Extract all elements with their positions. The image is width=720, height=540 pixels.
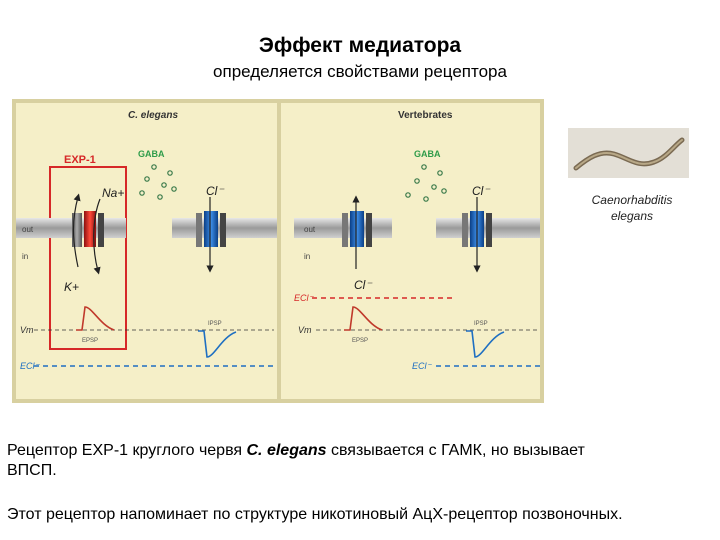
ipsp-label-left: IPSP xyxy=(208,321,222,327)
out-label-right: out xyxy=(304,225,316,234)
para1-species: C. elegans xyxy=(246,442,327,459)
gaba-channel-left xyxy=(196,211,226,247)
exp1-highlight-box xyxy=(49,166,127,350)
paragraph-2: Этот рецептор напоминает по структуре ни… xyxy=(7,506,623,523)
paragraph-1: Рецептор EXP-1 круглого червя C. elegans… xyxy=(7,441,715,481)
panel-left xyxy=(16,103,277,399)
exp1-channel xyxy=(72,211,104,247)
para1-line2: ВПСП. xyxy=(7,462,57,479)
gaba-label-right: GABA xyxy=(414,149,441,159)
caption-line1: Caenorhabditis xyxy=(591,193,673,207)
ipsp-trace-left xyxy=(198,330,237,358)
panel-left-title: C. elegans xyxy=(128,110,178,121)
k-arrow xyxy=(72,193,81,268)
para1-prefix: Рецептор EXP-1 круглого червя xyxy=(7,442,247,459)
caption-line2: elegans xyxy=(610,209,654,223)
gaba-molecules-right xyxy=(405,164,447,202)
panel-right-title: Vertebrates xyxy=(398,110,453,121)
page-title: Эффект медиатора xyxy=(258,34,462,57)
worm-caption: Caenorhabditis elegans xyxy=(570,192,694,224)
na-arrow xyxy=(93,198,101,275)
gaba-molecules-left xyxy=(139,164,177,200)
page-subtitle: определяется свойствами рецептора xyxy=(213,62,507,81)
ecl-label-blue-left: ECl⁻ xyxy=(20,361,41,371)
in-label-right: in xyxy=(304,252,310,261)
ipsp-label-right: IPSP xyxy=(474,321,488,327)
para1-suffix: связывается с ГАМК, но вызывает xyxy=(326,442,585,459)
exp1-label: EXP-1 xyxy=(64,154,96,166)
in-label-left: in xyxy=(22,252,28,261)
cl-label-right-1: Cl⁻ xyxy=(354,278,373,292)
receptor-figure: C. elegans Vertebrates EXP-1 GABA GABA o… xyxy=(12,99,544,403)
cl-label-left: Cl⁻ xyxy=(206,184,225,198)
panel-right xyxy=(281,103,540,399)
vm-label-left: Vm xyxy=(20,325,34,335)
gaba-label-left: GABA xyxy=(138,149,165,159)
k-label: K+ xyxy=(64,280,79,294)
cl-label-right-2: Cl⁻ xyxy=(472,184,491,198)
out-label-left: out xyxy=(22,225,34,234)
vm-label-right: Vm xyxy=(298,325,312,335)
epsp-trace-right xyxy=(344,306,383,331)
ecl-label-blue-right: ECl⁻ xyxy=(412,361,433,371)
epsp-label-left: EPSP xyxy=(82,338,98,344)
na-label: Na+ xyxy=(102,186,124,200)
worm-photo xyxy=(568,128,689,178)
epsp-label-right: EPSP xyxy=(352,338,368,344)
ecl-label-red: ECl⁻ xyxy=(294,293,315,303)
ipsp-trace-right xyxy=(466,330,505,358)
gaba-channel-right-1 xyxy=(342,211,372,247)
epsp-trace-left xyxy=(76,306,115,331)
